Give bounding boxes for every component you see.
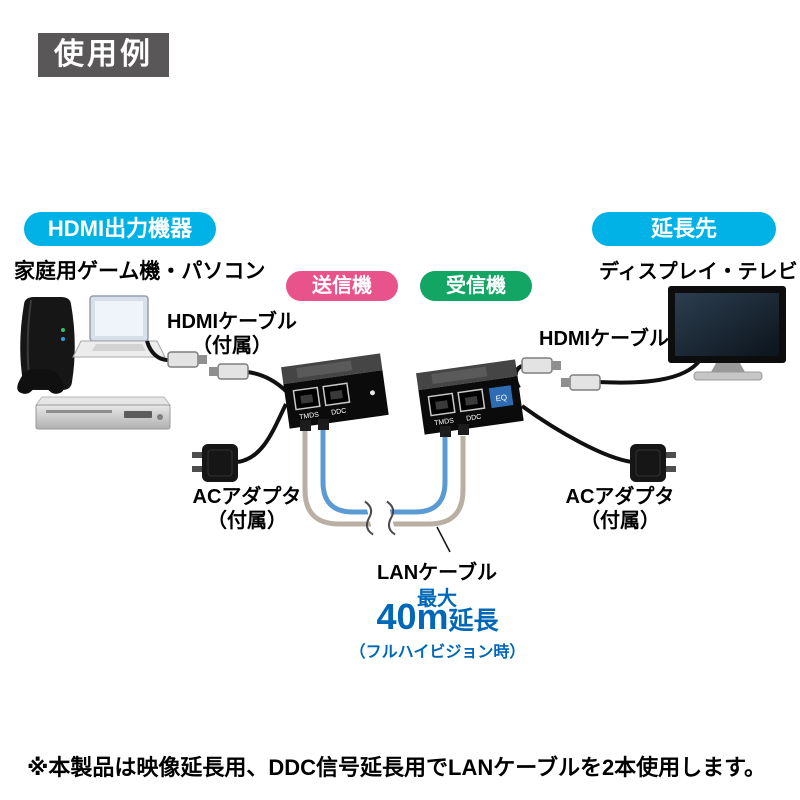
port-label: DDC	[331, 408, 347, 417]
ac-adapter-sub-right: （付属）	[580, 510, 660, 532]
lan-port-stub	[318, 419, 329, 430]
transmitter-box: TMDS DDC	[281, 353, 389, 429]
eq-badge	[488, 385, 514, 409]
receiver-pill: 受信機	[420, 271, 532, 301]
hdmi-plug-icon	[209, 363, 249, 380]
ac-adapter-icon	[630, 444, 676, 482]
extension-pill: 延長先	[592, 212, 776, 246]
ac-cable-right	[520, 404, 633, 464]
port-label: DDC	[466, 414, 482, 423]
ac-cable-left	[237, 403, 288, 464]
transmitter-pill: 送信機	[286, 271, 398, 301]
lan-distance-unit: 延長	[448, 607, 499, 635]
hdmi-plug-icon	[167, 351, 207, 368]
footnote: ※本製品は映像延長用、DDC信号延長用でLANケーブルを2本使用します。	[27, 755, 766, 780]
lan-distance: 40m延長	[320, 599, 555, 635]
cable-break-icon	[364, 495, 396, 538]
monitor-icon	[668, 286, 786, 381]
hdmi-cable-label-right: HDMIケーブル	[539, 328, 669, 350]
laptop-icon	[72, 295, 166, 358]
ac-adapter-icon	[192, 444, 238, 482]
hdmi-plug-icon	[521, 357, 561, 374]
controller-icon	[17, 369, 64, 394]
lan-port-stub	[440, 426, 451, 437]
hdmi-cable-left-link	[247, 370, 290, 395]
receiver-box: TMDS DDC EQ	[416, 359, 524, 435]
eq-label: EQ	[495, 393, 508, 404]
ac-adapter-label-right: ACアダプタ	[565, 486, 675, 508]
left-caption: 家庭用ゲーム機・パソコン	[14, 260, 266, 283]
lan-distance-value: 40m	[376, 596, 449, 637]
port-label: TMDS	[299, 411, 320, 421]
lan-port-stub	[458, 424, 469, 435]
lan-max-label: 最大	[417, 588, 457, 610]
hdmi-cable-sub-left: （付属）	[192, 335, 272, 357]
hdmi-output-pill: HDMI出力機器	[24, 212, 216, 246]
hdmi-cable-left-tail	[145, 340, 171, 363]
port-label: TMDS	[434, 417, 455, 427]
hdmi-cable-right-tail	[597, 358, 702, 385]
hdmi-cable-label-left: HDMIケーブル	[167, 311, 297, 333]
usage-example-badge: 使用例	[38, 33, 169, 77]
right-caption: ディスプレイ・テレビ	[599, 261, 798, 283]
lan-cable-label: LANケーブル	[377, 562, 497, 584]
ac-adapter-sub-left: （付属）	[207, 510, 287, 532]
lan-leader-line	[436, 526, 451, 553]
hdmi-plug-icon	[561, 374, 601, 391]
lan-fullhd-note: （フルハイビジョン時）	[349, 644, 526, 661]
lan-port-stub	[300, 420, 311, 431]
ac-adapter-label-left: ACアダプタ	[192, 486, 302, 508]
dvd-player-icon	[35, 396, 171, 430]
